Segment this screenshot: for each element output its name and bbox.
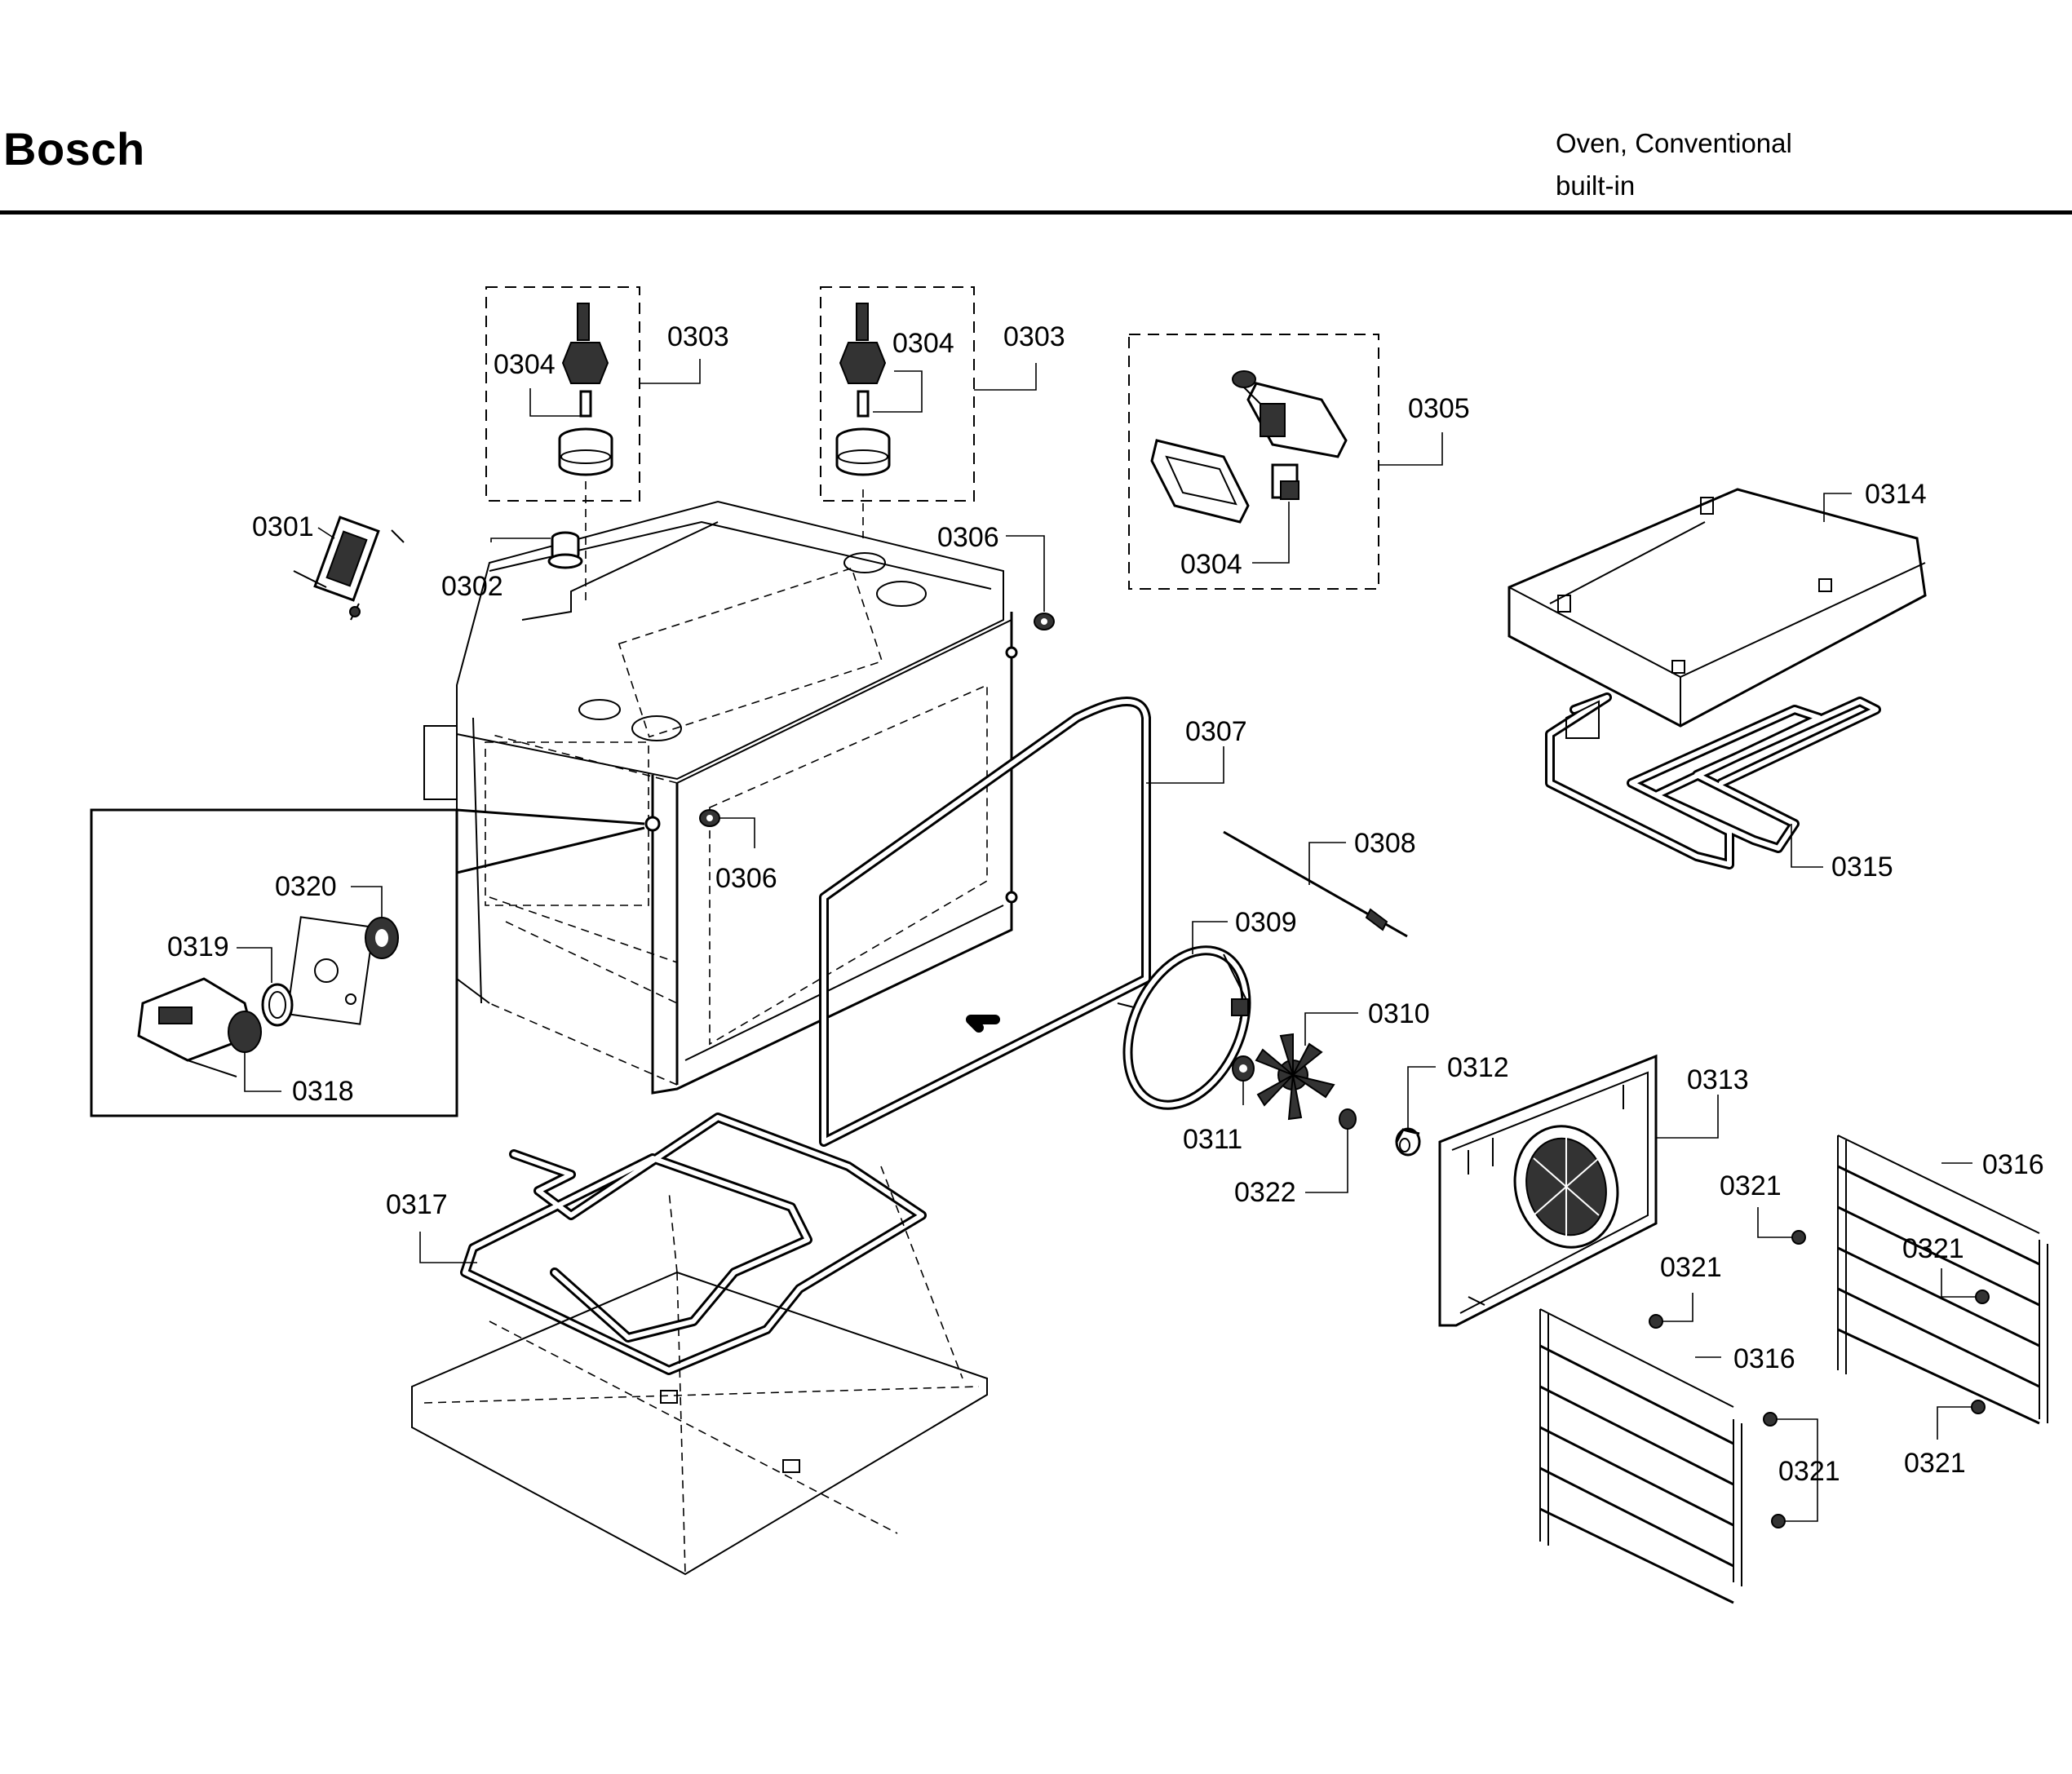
callout-0312: 0312 [1447, 1052, 1509, 1083]
part-0317-bake-element [460, 1113, 927, 1375]
callout-0303-left: 0303 [667, 321, 729, 352]
callout-0316-front: 0316 [1733, 1343, 1795, 1374]
part-0307-door-gasket [819, 697, 1151, 1147]
part-0312-bushing [1395, 1127, 1421, 1157]
callout-0315: 0315 [1831, 852, 1893, 883]
part-0318-thermostat [137, 977, 262, 1077]
callout-0304-left: 0304 [494, 349, 556, 380]
callout-0310: 0310 [1368, 998, 1430, 1029]
product-description: Oven, Conventional built-in [1556, 122, 1792, 207]
callout-0306-front: 0306 [715, 863, 777, 894]
header-divider [0, 210, 2072, 215]
part-0320-terminal-nut [365, 917, 399, 959]
part-0316-rack-support-front [1539, 1308, 1742, 1604]
callout-0308: 0308 [1354, 828, 1416, 859]
part-0306-nut-top [1034, 613, 1055, 630]
part-0315-broil-element [1545, 692, 1881, 869]
callout-0307: 0307 [1185, 716, 1247, 747]
oven-cavity [423, 500, 1018, 1095]
part-0308-shaft [1223, 830, 1408, 938]
part-0314-top-cover [1508, 488, 1927, 728]
part-0305-side-lamp [1128, 334, 1379, 590]
callout-0319: 0319 [167, 931, 229, 962]
part-0311-washer [1232, 1055, 1255, 1082]
brand-title: Bosch [3, 123, 145, 175]
callout-0321-c: 0321 [1778, 1456, 1840, 1487]
callout-0321-d: 0321 [1902, 1233, 1964, 1264]
part-0309-convection-heater [1117, 945, 1251, 1110]
product-subtype: built-in [1556, 170, 1636, 201]
callout-0305: 0305 [1408, 393, 1470, 424]
callout-0303-right: 0303 [1003, 321, 1065, 352]
callout-0317: 0317 [386, 1189, 448, 1220]
callout-0304-right: 0304 [892, 328, 954, 359]
callout-0321-b: 0321 [1660, 1252, 1722, 1283]
oven-bottom-panel [411, 1166, 988, 1576]
callout-0302: 0302 [441, 571, 503, 602]
inset-element-group [90, 808, 645, 1117]
callout-0309: 0309 [1235, 907, 1297, 938]
part-0316-rack-support-right [1837, 1135, 2048, 1425]
part-0321-screws [1649, 1230, 1990, 1528]
callout-0306-top: 0306 [937, 522, 999, 553]
callout-0311: 0311 [1183, 1124, 1242, 1155]
part-0322-nut [1339, 1108, 1357, 1130]
callout-0320: 0320 [275, 871, 337, 902]
part-0303-oven-lamp-right [820, 286, 975, 538]
part-0313-fan-cover [1438, 1054, 1658, 1327]
part-0303-oven-lamp-left [485, 286, 640, 604]
callout-0316-right: 0316 [1982, 1149, 2044, 1180]
callout-0321-a: 0321 [1720, 1170, 1782, 1201]
callout-0322: 0322 [1234, 1177, 1296, 1208]
callout-0301: 0301 [252, 511, 314, 542]
callout-0318: 0318 [292, 1076, 354, 1107]
part-0302-socket [547, 531, 583, 569]
part-0319-gasket-ring [261, 983, 294, 1027]
product-type: Oven, Conventional [1556, 128, 1792, 158]
part-0301-door-lock [293, 515, 405, 621]
callout-0313: 0313 [1687, 1064, 1749, 1095]
callout-0314: 0314 [1865, 479, 1927, 510]
part-0306-nut-front [699, 809, 720, 827]
callout-0304-side: 0304 [1180, 549, 1242, 580]
callout-0321-e: 0321 [1904, 1448, 1966, 1479]
part-0310-fan-blade [1255, 1033, 1335, 1121]
